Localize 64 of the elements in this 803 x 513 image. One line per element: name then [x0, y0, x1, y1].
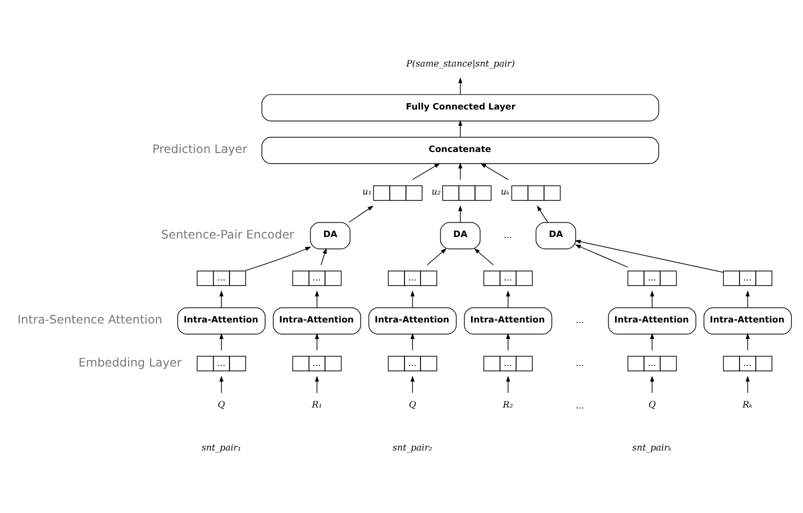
arrow	[320, 247, 327, 265]
node-box: Intra-Attention	[177, 306, 266, 334]
arrow	[348, 205, 374, 222]
node-label: u₁	[362, 187, 372, 198]
arrow	[458, 76, 462, 94]
arrow	[458, 162, 462, 180]
node-text: Rₖ	[742, 400, 752, 410]
node-box: DA	[536, 222, 576, 249]
arrow	[536, 204, 548, 222]
arrow	[410, 290, 415, 308]
label: snt_pairₖ	[632, 442, 672, 453]
arrow	[746, 375, 750, 393]
node-box: Intra-Attention	[272, 306, 362, 334]
arrow	[410, 375, 415, 393]
arrow	[474, 248, 494, 265]
arrow	[314, 375, 320, 393]
arrow	[314, 332, 320, 350]
label: Prediction Layer	[152, 142, 248, 156]
node-box: Intra-Attention	[464, 306, 552, 334]
arrow	[574, 244, 628, 268]
node-text: R₂	[502, 400, 514, 410]
label: ...	[576, 400, 584, 411]
node-label: uₖ	[500, 187, 510, 198]
node-box: Concatenate	[261, 136, 660, 164]
arrow	[219, 332, 224, 350]
arrow	[746, 332, 750, 350]
label: snt_pair₂	[392, 442, 432, 453]
arrow	[650, 332, 654, 350]
node-box: Intra-Attention	[608, 306, 696, 334]
arrow	[426, 248, 447, 265]
arrow	[412, 162, 440, 180]
node-text: Q	[408, 400, 416, 410]
arrow	[480, 162, 509, 180]
node-box: Intra-Attention	[368, 306, 457, 334]
label: ...	[504, 230, 512, 240]
label: Intra-Sentence Attention	[17, 312, 162, 326]
arrow	[314, 290, 320, 308]
node-text: R₁	[312, 400, 322, 410]
arrow	[506, 290, 510, 308]
arrow	[245, 246, 312, 270]
arrow	[410, 332, 415, 350]
label: ...	[576, 358, 584, 368]
arrow	[219, 375, 224, 393]
arrow	[650, 290, 654, 308]
arrow	[574, 239, 724, 272]
arrow	[458, 119, 462, 137]
arrow	[219, 290, 224, 308]
node-box: Intra-Attention	[704, 306, 792, 334]
label: Embedding Layer	[78, 354, 182, 369]
node-text: Q	[218, 400, 225, 410]
arrow	[458, 204, 462, 222]
node-text: P(same_stance|snt_pair)	[406, 59, 515, 70]
node-box: DA	[310, 222, 350, 249]
label: Sentence-Pair Encoder	[161, 226, 294, 241]
arrow	[506, 375, 510, 393]
node-label: u₂	[432, 187, 441, 198]
arrow	[650, 375, 654, 393]
node-box: Fully Connected Layer	[261, 94, 660, 121]
node-box: DA	[440, 222, 481, 249]
arrow	[506, 332, 510, 350]
node-text: Q	[648, 400, 656, 410]
label: snt_pair₁	[202, 442, 242, 453]
label: ...	[576, 316, 584, 326]
arrow	[746, 290, 750, 308]
